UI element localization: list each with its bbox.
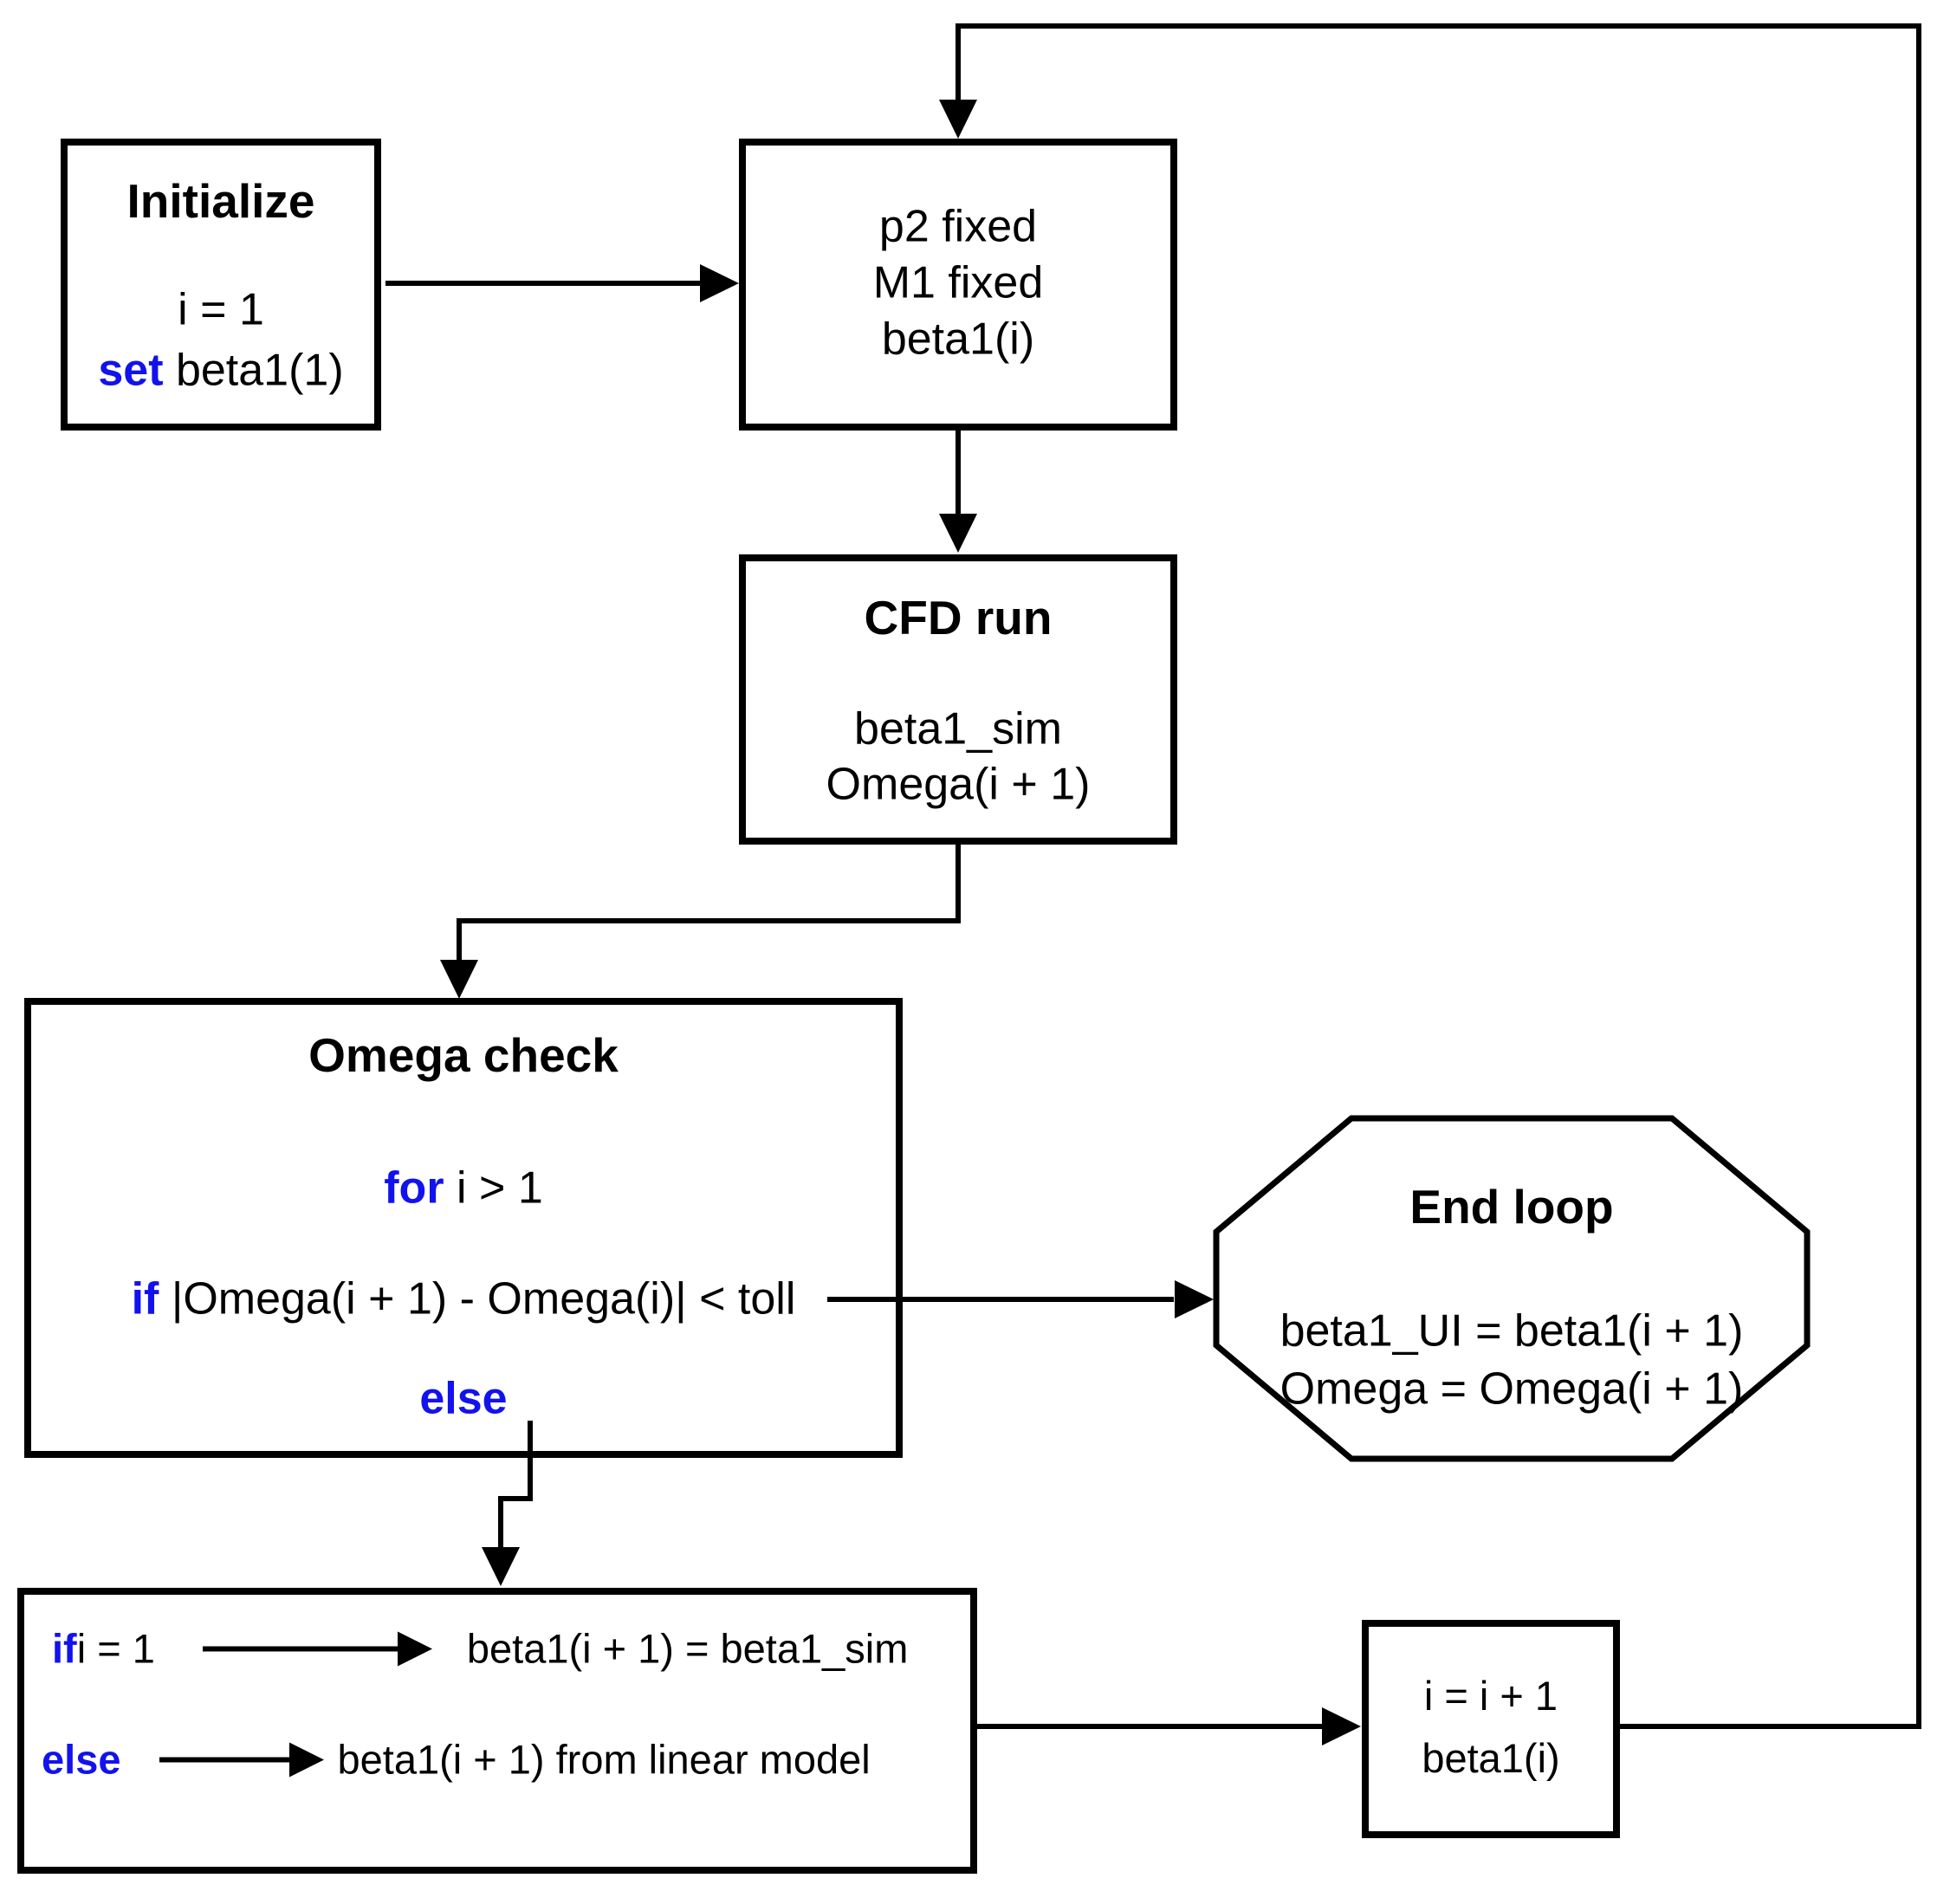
arrowhead-into-omega-top <box>440 960 478 999</box>
arrowhead-into-fixed-top <box>939 100 977 139</box>
inline-arrow-if <box>202 1629 432 1668</box>
inline-arrow-else-head <box>289 1742 325 1777</box>
inline-arrow-else <box>159 1740 325 1778</box>
set-keyword: set <box>98 345 164 396</box>
connector-update-to-increment <box>977 1724 1324 1729</box>
connector-omega-to-endloop <box>827 1297 1174 1302</box>
initialize-title: Initialize <box>126 173 315 228</box>
connector-else-drop <box>498 1496 503 1550</box>
fixed-line3: beta1(i) <box>881 314 1035 365</box>
beta-update-if-row: if i = 1 beta1(i + 1) = beta1_sim <box>52 1625 908 1673</box>
fixed-line1: p2 fixed <box>878 201 1038 252</box>
end-loop-title: End loop <box>1409 1179 1614 1234</box>
node-cfd-run <box>739 554 1177 845</box>
for-rest: i > 1 <box>444 1162 543 1214</box>
update-if-keyword: if <box>52 1625 77 1672</box>
connector-initialize-to-fixed <box>385 281 703 286</box>
octagon-shape <box>1213 1115 1811 1462</box>
connector-feedback-right <box>1916 23 1921 1729</box>
arrowhead-into-endloop-left <box>1175 1280 1214 1318</box>
cfd-title: CFD run <box>864 590 1053 644</box>
set-rest: beta1(1) <box>163 345 344 396</box>
else-keyword: else <box>419 1373 508 1424</box>
connector-else-exit <box>528 1421 533 1501</box>
connector-increment-exit <box>1620 1724 1921 1729</box>
if-rest: |Omega(i + 1) - Omega(i)| < toll <box>159 1273 796 1324</box>
arrowhead-into-cfd-top <box>939 514 977 553</box>
initialize-line1: i = 1 <box>178 284 264 335</box>
update-if-condition: i = 1 <box>76 1625 155 1672</box>
update-else-keyword: else <box>42 1736 121 1783</box>
cfd-line2: Omega(i + 1) <box>826 759 1091 810</box>
node-initialize <box>61 139 381 431</box>
end-loop-line1: beta1_UI = beta1(i + 1) <box>1279 1305 1744 1357</box>
connector-else-jog <box>498 1496 533 1501</box>
for-keyword: for <box>384 1162 444 1214</box>
node-fixed-conditions <box>739 139 1177 431</box>
arrowhead-into-fixed-left <box>700 264 739 302</box>
omega-else-line: else <box>419 1374 507 1423</box>
node-beta-update <box>17 1588 977 1874</box>
end-loop-line2: Omega = Omega(i + 1) <box>1279 1363 1744 1415</box>
connector-cfd-to-omega-drop <box>457 918 462 963</box>
omega-for-line: for i > 1 <box>384 1163 543 1213</box>
connector-feedback-top <box>956 23 1921 29</box>
connector-cfd-exit <box>956 843 961 923</box>
update-if-result: beta1(i + 1) = beta1_sim <box>466 1625 909 1672</box>
fixed-line2: M1 fixed <box>872 257 1044 308</box>
connector-cfd-to-omega-horizontal <box>457 918 961 923</box>
connector-feedback-drop <box>956 29 961 105</box>
node-increment <box>1362 1620 1620 1838</box>
inline-arrow-if-shaft <box>202 1646 401 1651</box>
inline-arrow-if-head <box>397 1631 432 1666</box>
increment-line1: i = i + 1 <box>1423 1673 1558 1719</box>
inline-arrow-else-shaft <box>159 1757 294 1762</box>
node-end-loop-octagon <box>1213 1115 1811 1462</box>
initialize-line2: set beta1(1) <box>98 346 343 395</box>
omega-if-line: if |Omega(i + 1) - Omega(i)| < toll <box>132 1274 796 1324</box>
arrowhead-into-beta-update-top <box>482 1547 520 1586</box>
cfd-line1: beta1_sim <box>854 703 1062 754</box>
connector-fixed-to-cfd <box>956 431 961 517</box>
increment-line2: beta1(i) <box>1422 1735 1560 1782</box>
omega-check-title: Omega check <box>308 1027 619 1082</box>
update-else-result: beta1(i + 1) from linear model <box>337 1736 871 1783</box>
if-keyword: if <box>131 1273 159 1324</box>
node-omega-check <box>24 998 903 1458</box>
arrowhead-into-increment-left <box>1322 1707 1361 1745</box>
beta-update-else-row: else beta1(i + 1) from linear model <box>42 1736 871 1784</box>
